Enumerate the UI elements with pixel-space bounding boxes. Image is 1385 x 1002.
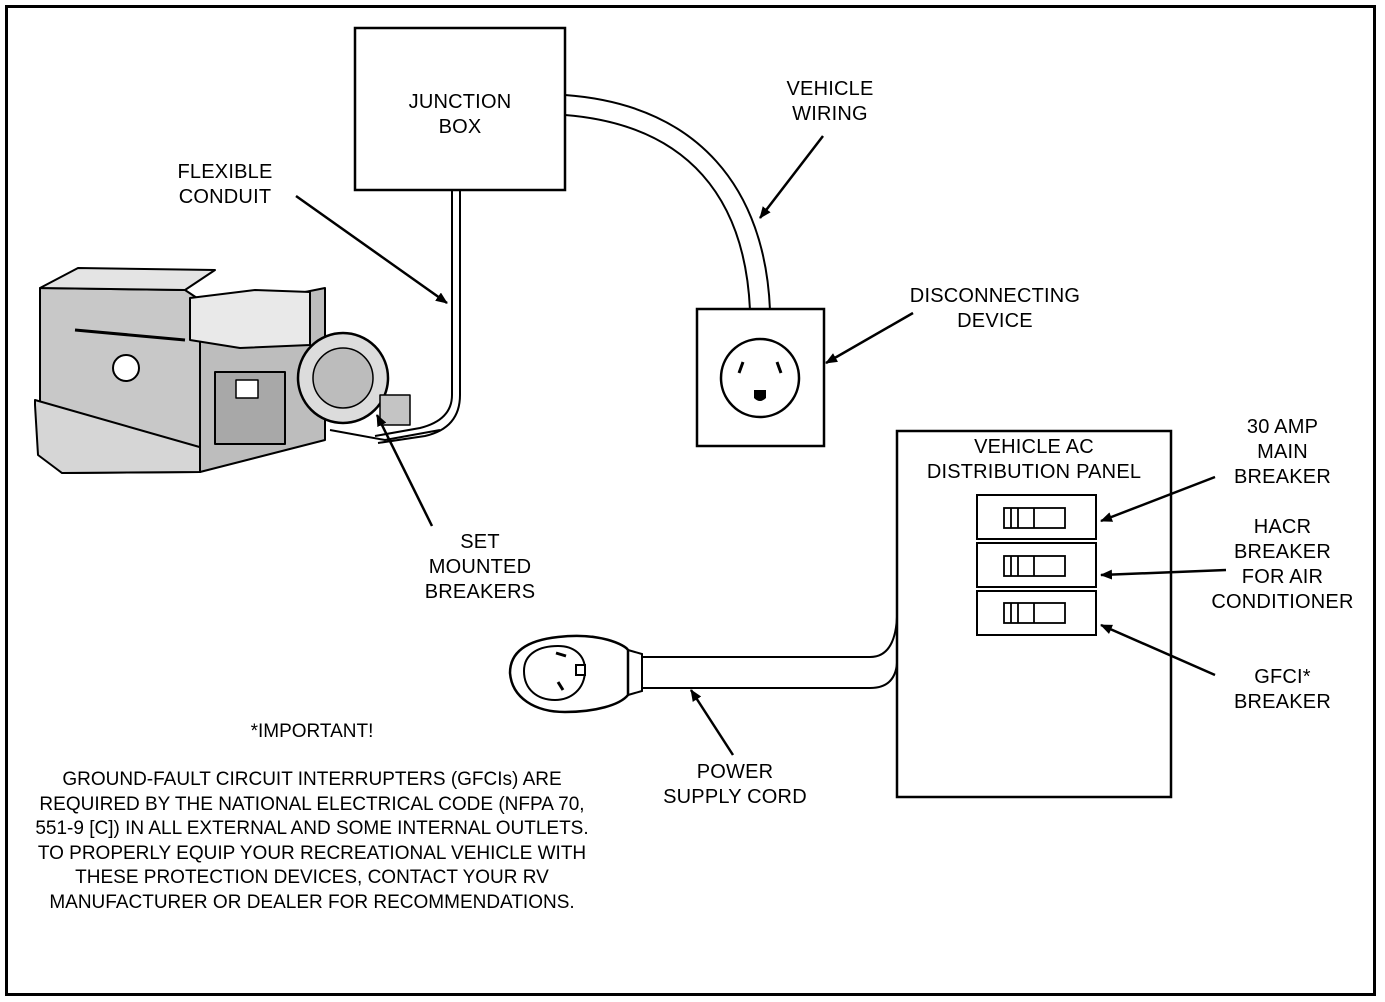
arrow-disconnecting-device — [825, 311, 914, 365]
arrow-set-mounted-breakers — [375, 414, 434, 527]
gfci-breaker-label: GFCI* BREAKER — [1234, 666, 1331, 713]
set-mounted-breakers-label: SET MOUNTED BREAKERS — [424, 531, 536, 603]
vehicle-wiring-label: VEHICLE WIRING — [786, 78, 874, 125]
flexible-conduit-label: FLEXIBLE CONDUIT — [177, 161, 273, 208]
arrow-vehicle-wiring — [759, 135, 824, 219]
pointer-arrows — [295, 135, 1227, 756]
generator-set-illustration — [34, 267, 441, 474]
flexible-conduit — [374, 190, 461, 444]
diagram-border — [5, 5, 1376, 996]
arrow-flexible-conduit — [295, 194, 448, 305]
vehicle-wiring — [564, 94, 771, 311]
junction-box-label: JUNCTION BOX — [408, 91, 512, 138]
arrow-power-supply-cord — [689, 689, 735, 756]
power-supply-cord-label: POWER SUPPLY CORD — [663, 761, 807, 808]
important-note-heading: *IMPORTANT! — [250, 721, 374, 742]
distribution-panel — [895, 429, 1173, 799]
distribution-panel-label: VEHICLE AC DISTRIBUTION PANEL — [926, 436, 1142, 483]
hacr-breaker-label: HACR BREAKER FOR AIR CONDITIONER — [1211, 516, 1354, 613]
arrow-hacr-breaker — [1100, 568, 1227, 580]
arrow-main-breaker — [1100, 475, 1216, 523]
disconnecting-device-label: DISCONNECTING DEVICE — [909, 285, 1081, 332]
main-breaker-label: 30 AMP MAIN BREAKER — [1234, 416, 1331, 488]
arrow-gfci-breaker — [1100, 623, 1216, 677]
disconnecting-device — [695, 307, 826, 448]
important-note-body: GROUND-FAULT CIRCUIT INTERRUPTERS (GFCIs… — [35, 769, 589, 913]
power-supply-cord — [508, 616, 898, 714]
